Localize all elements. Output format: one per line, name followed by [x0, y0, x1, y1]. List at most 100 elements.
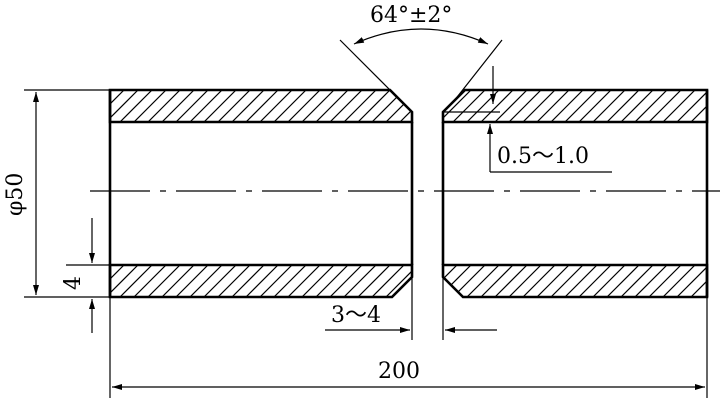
hatch-line [690, 90, 707, 122]
hatch-line [648, 90, 682, 122]
hatch-line [634, 265, 668, 297]
hatch-line [119, 265, 153, 297]
hatch-line [110, 265, 125, 297]
hatch-top-right [443, 90, 725, 122]
hatch-line [648, 265, 682, 297]
hatch-line [217, 265, 251, 297]
left-pipe-bottom-wall [108, 263, 414, 299]
gap-label: 3～4 [331, 303, 381, 328]
hatch-line [110, 90, 125, 122]
hatch-line [443, 90, 458, 122]
length-label: 200 [378, 359, 420, 384]
hatch-line [110, 90, 111, 122]
hatch-line [606, 90, 640, 122]
wall-label: 4 [61, 276, 86, 290]
hatch-line [133, 265, 167, 297]
hatch-line [287, 265, 321, 297]
hatch-line [399, 265, 412, 297]
hatch-line [357, 265, 391, 297]
hatch-line [536, 90, 570, 122]
hatch-line [399, 90, 412, 122]
right-pipe [441, 88, 709, 299]
hatch-line [508, 265, 542, 297]
hatch-line [371, 90, 405, 122]
hatch-line [110, 265, 139, 297]
hatch-line [536, 265, 570, 297]
hatch-line [578, 90, 612, 122]
hatch-line [385, 90, 412, 122]
hatch-line [371, 265, 405, 297]
hatch-line [231, 265, 265, 297]
bevel-extension-left [339, 39, 402, 102]
hatch-line [480, 90, 514, 122]
hatch-line [592, 265, 626, 297]
hatch-line [662, 90, 696, 122]
diameter-label: φ50 [3, 173, 28, 216]
hatch-line [357, 90, 391, 122]
hatch-line [245, 265, 279, 297]
hatch-line [161, 265, 195, 297]
hatch-line [564, 90, 598, 122]
hatch-line [550, 90, 584, 122]
hatch-line [480, 265, 514, 297]
hatch-line [494, 90, 528, 122]
hatch-line [385, 265, 412, 297]
hatch-line [175, 90, 209, 122]
hatch-line [259, 265, 293, 297]
hatch-line [634, 90, 668, 122]
hatch-line [203, 90, 237, 122]
hatch-line [466, 90, 500, 122]
hatch-line [719, 265, 725, 297]
hatch-line [147, 265, 181, 297]
hatch-line [119, 90, 153, 122]
hatch-line [245, 90, 279, 122]
right-pipe-top-wall [441, 88, 709, 124]
hatch-line [273, 90, 307, 122]
hatch-line [414, 265, 446, 297]
hatch-line [189, 265, 223, 297]
hatch-line [259, 90, 293, 122]
angle-arc [353, 28, 489, 45]
hatch-line [315, 265, 349, 297]
hatch-line [287, 90, 321, 122]
root-face-dimension: 0.5～1.0 [443, 66, 612, 173]
hatch-line [466, 265, 500, 297]
hatch-line [443, 90, 472, 122]
bevel-extension-right [453, 39, 503, 102]
hatch-line [578, 265, 612, 297]
hatch-line [662, 265, 696, 297]
hatch-line [189, 90, 223, 122]
hatch-line [564, 265, 598, 297]
hatch-line [133, 90, 167, 122]
hatch-line [522, 265, 556, 297]
hatch-line [676, 265, 707, 297]
hatch-line [175, 265, 209, 297]
hatch-top-left [110, 90, 412, 122]
hatch-line [443, 265, 458, 297]
hatch-line [522, 90, 556, 122]
hatch-line [719, 90, 725, 122]
hatch-line [203, 265, 237, 297]
hatch-line [508, 90, 542, 122]
hatch-line [161, 90, 195, 122]
hatch-line [443, 90, 444, 122]
hatch-line [343, 265, 377, 297]
hatch-line [620, 265, 654, 297]
bevel-angle-dimension: 64°±2° [339, 3, 503, 102]
hatch-line [147, 90, 181, 122]
hatch-line [273, 265, 307, 297]
hatch-bottom-right [443, 265, 725, 297]
left-pipe-top-wall [108, 88, 414, 124]
hatch-line [329, 90, 363, 122]
hatch-line [217, 90, 251, 122]
hatch-line [550, 265, 584, 297]
hatch-line [301, 90, 335, 122]
hatch-line [494, 265, 528, 297]
hatch-line [329, 265, 363, 297]
wall-thickness-dimension: 4 [61, 218, 110, 333]
hatch-line [343, 90, 377, 122]
hatch-line [301, 265, 335, 297]
angle-label: 64°±2° [370, 3, 452, 28]
hatch-line [606, 265, 640, 297]
